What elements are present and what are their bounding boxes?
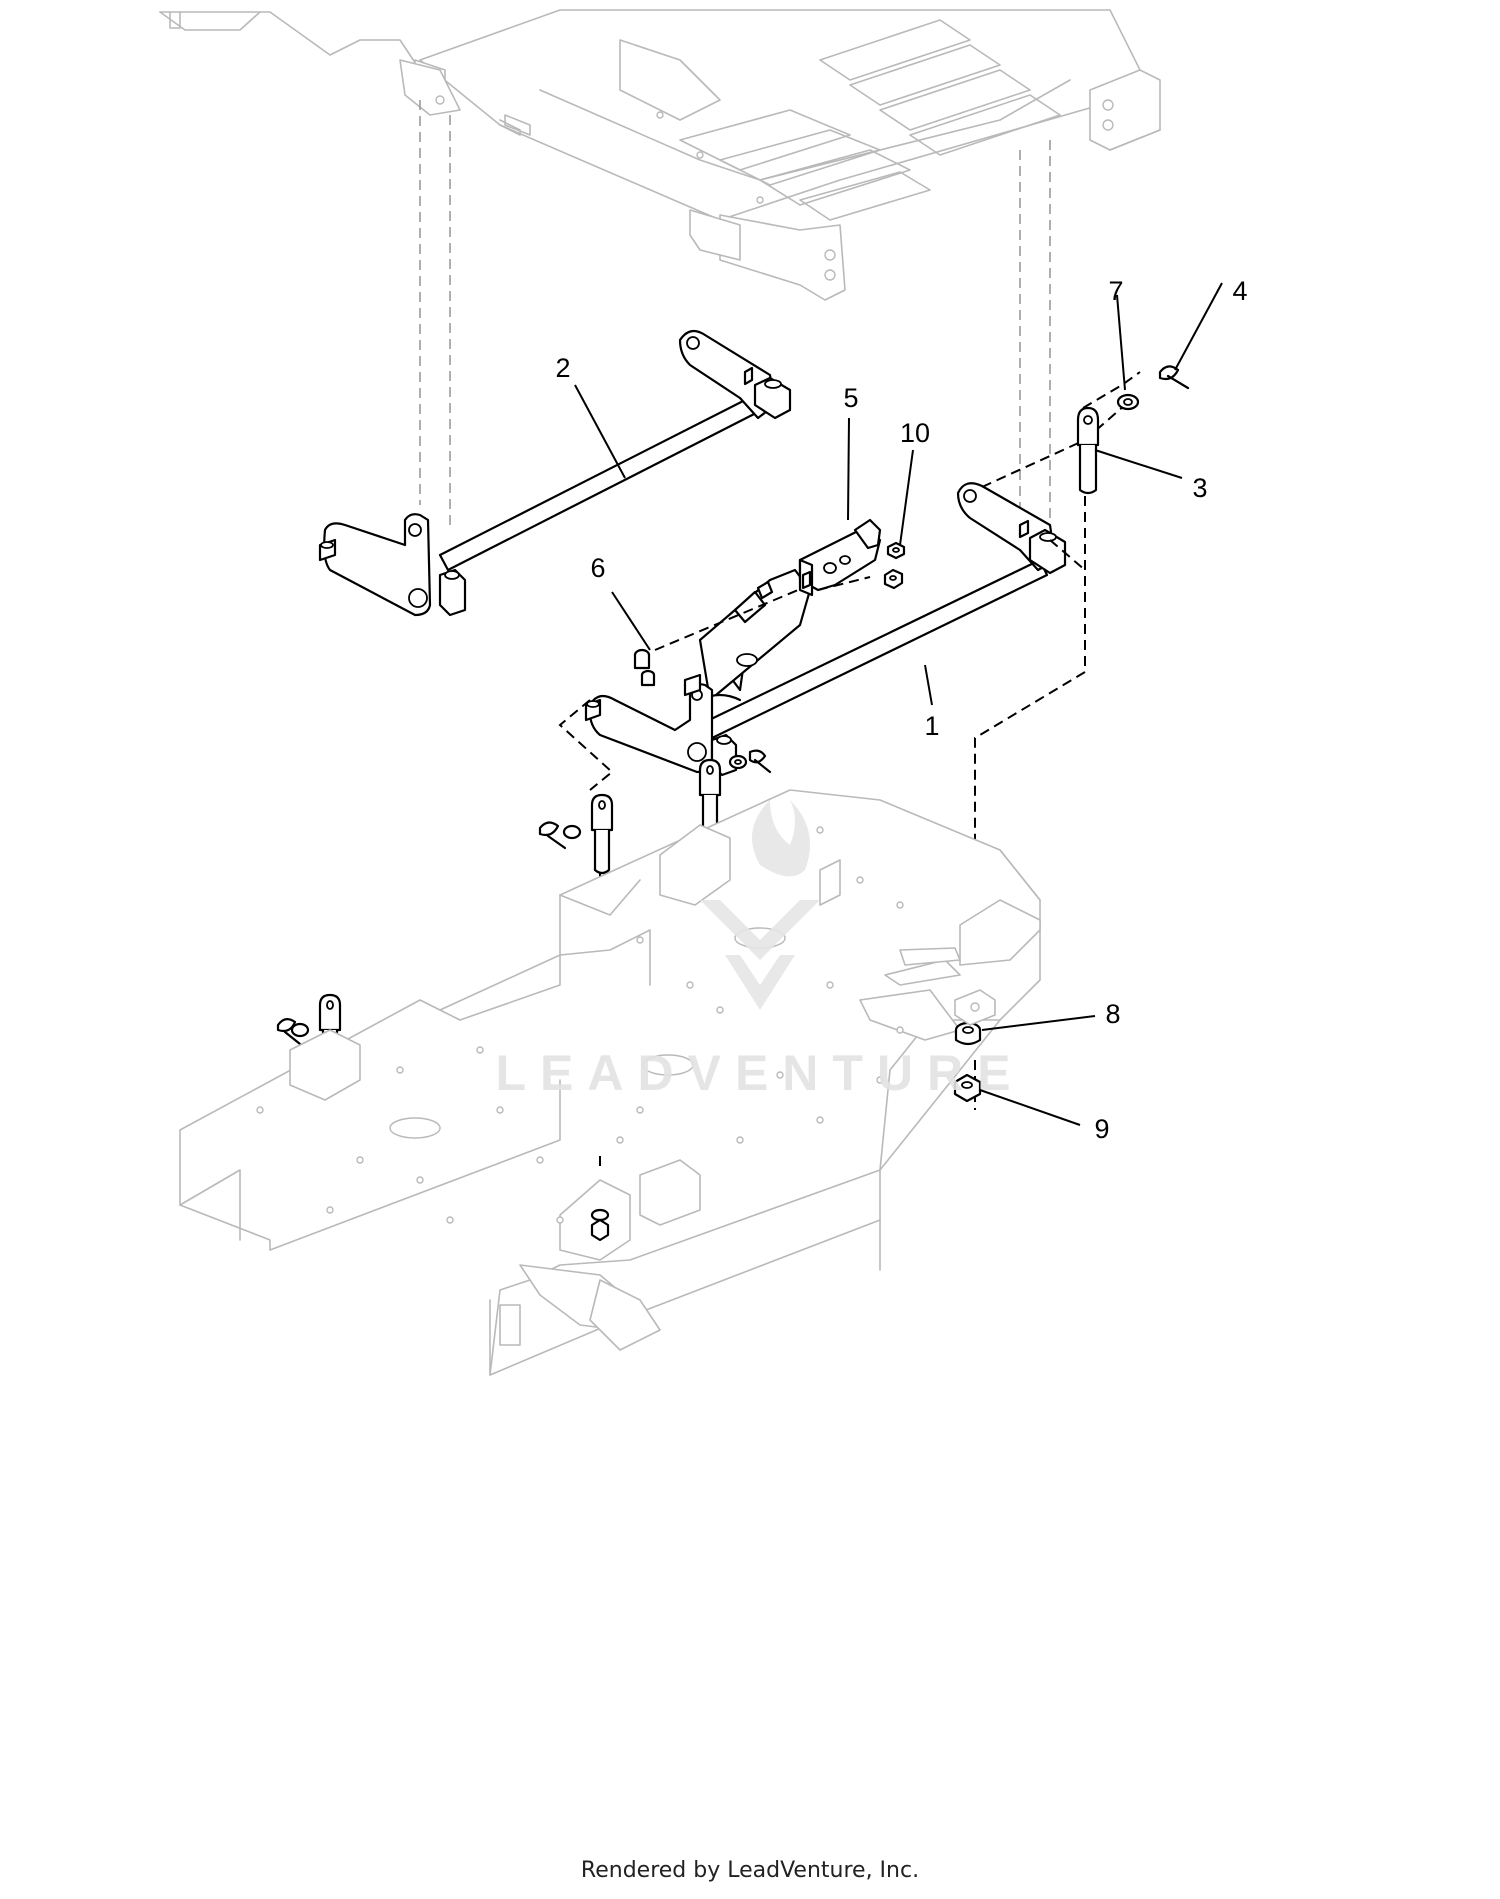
part-6-pin bbox=[633, 648, 656, 687]
mower-deck bbox=[179, 789, 1041, 1376]
part-7-washer bbox=[1116, 393, 1140, 411]
part-8-spacer bbox=[954, 1021, 982, 1046]
part-9-lock-nut bbox=[953, 1073, 982, 1103]
callout-9: 9 bbox=[1094, 1114, 1109, 1144]
part-3-clevis-pin bbox=[1076, 406, 1100, 495]
part-10-nut bbox=[883, 541, 906, 590]
part-1-front-lift-arm bbox=[584, 482, 1067, 777]
footer-credit: Rendered by LeadVenture, Inc. bbox=[580, 1858, 920, 1883]
callout-5: 5 bbox=[843, 383, 858, 413]
callout-8: 8 bbox=[1105, 999, 1120, 1029]
callout-3: 3 bbox=[1192, 473, 1207, 503]
callout-leaders bbox=[574, 282, 1223, 1126]
callout-6: 6 bbox=[590, 553, 605, 583]
part-2-rear-lift-arm bbox=[318, 329, 792, 617]
upper-frame bbox=[159, 9, 1161, 301]
upper-frame-alignment-lines bbox=[419, 100, 1051, 540]
callout-labels: 1 2 3 4 5 6 7 8 9 10 bbox=[555, 276, 1247, 1144]
callout-2: 2 bbox=[555, 353, 570, 383]
callout-7: 7 bbox=[1108, 276, 1123, 306]
deck-left-hardware bbox=[590, 1208, 610, 1242]
callout-10: 10 bbox=[900, 418, 930, 448]
part-4-hairpin-clip bbox=[1158, 365, 1190, 390]
leadventure-watermark: LEADVENTURE bbox=[495, 800, 1024, 1101]
watermark-text: LEADVENTURE bbox=[495, 1045, 1024, 1101]
part-5-bracket bbox=[798, 518, 882, 597]
deck-right-mount bbox=[954, 989, 996, 1026]
callout-1: 1 bbox=[924, 711, 939, 741]
callout-4: 4 bbox=[1232, 276, 1247, 306]
